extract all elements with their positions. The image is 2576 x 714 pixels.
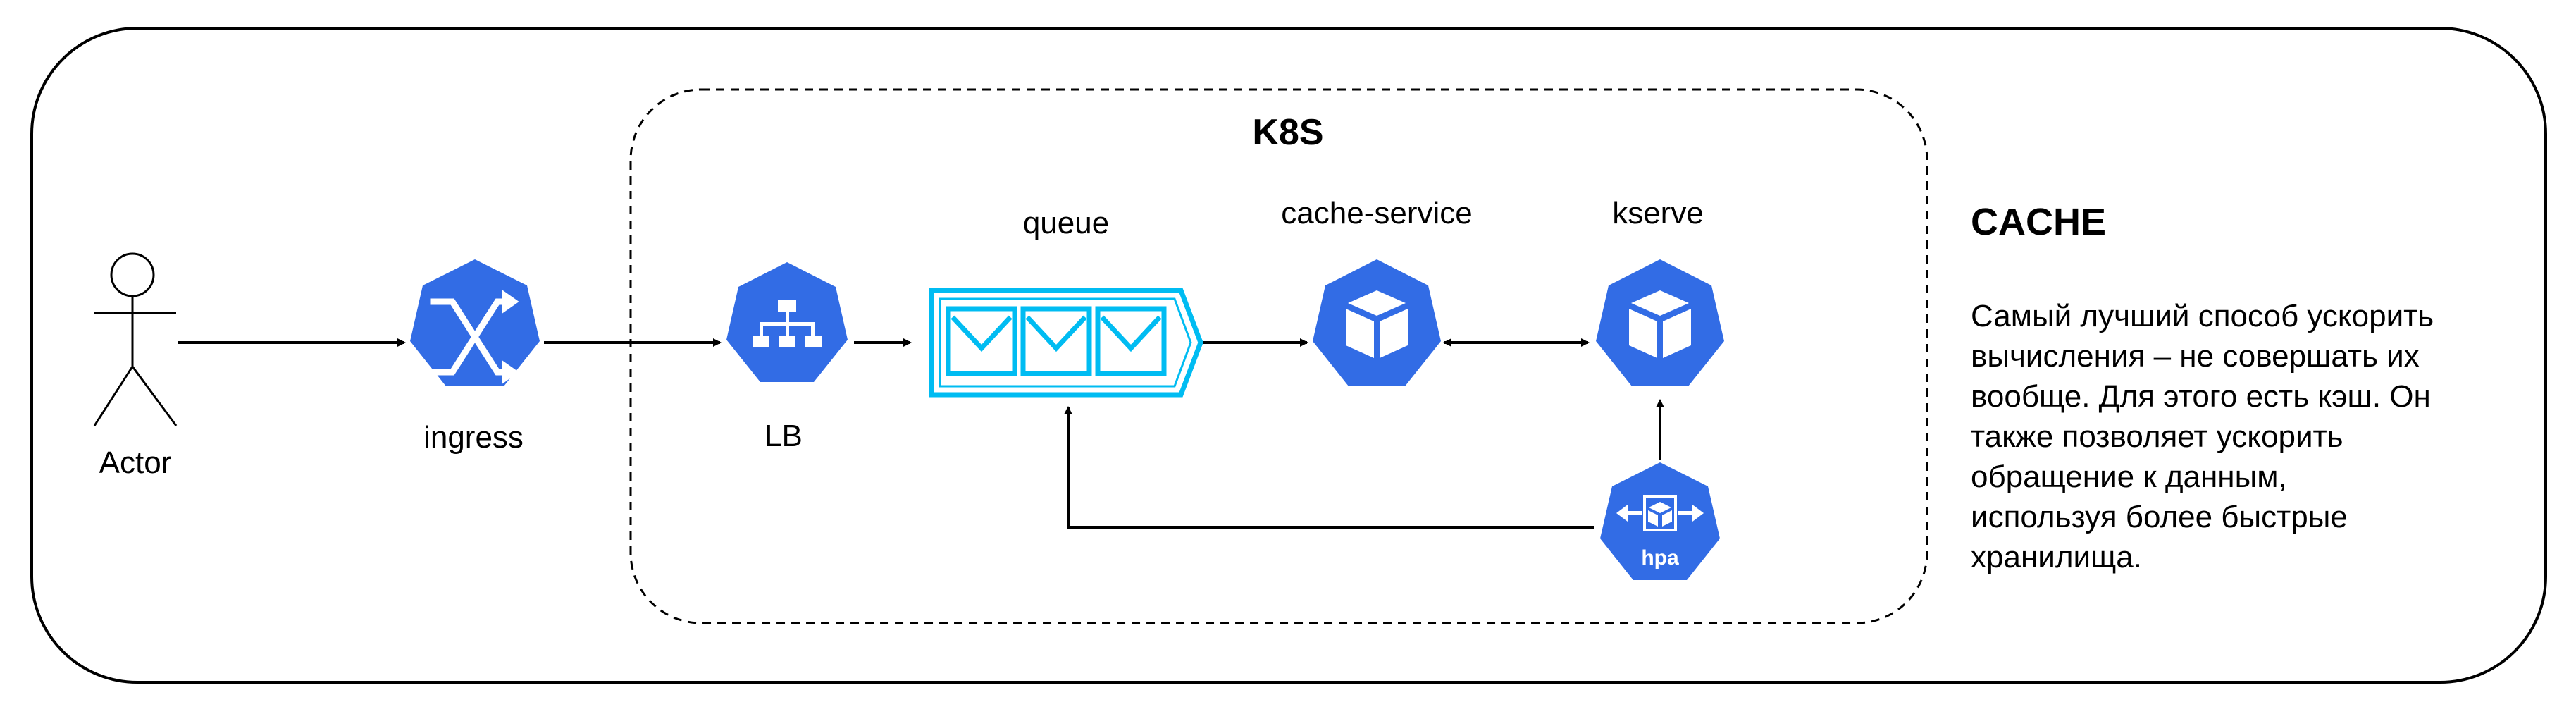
edge-hpa-queue	[1064, 406, 1594, 529]
hpa-node[interactable]	[1600, 462, 1720, 580]
cache-title: CACHE	[1971, 201, 2107, 243]
ingress-node[interactable]	[410, 259, 540, 386]
connectors	[178, 338, 1664, 529]
kserve-label: kserve	[1612, 196, 1704, 230]
envelope-icon	[946, 306, 1167, 376]
kserve-node[interactable]	[1596, 259, 1724, 386]
outer-container	[30, 27, 2547, 684]
actor-label: Actor	[99, 445, 172, 480]
cache-service-label: cache-service	[1281, 196, 1473, 230]
k8s-cluster-boundary	[629, 88, 1928, 624]
cache-service-node[interactable]	[1313, 259, 1441, 386]
lb-node[interactable]	[726, 262, 848, 382]
cube-icon	[1629, 290, 1691, 358]
network-tree-icon	[753, 300, 822, 347]
k8s-cluster-title: K8S	[1252, 112, 1324, 153]
ingress-label: ingress	[423, 420, 524, 455]
cache-description: Самый лучший способ ускорить вычисления …	[1971, 299, 2434, 574]
actor-icon[interactable]	[93, 252, 178, 426]
cube-arrows-icon	[1616, 495, 1704, 531]
shuffle-icon	[430, 290, 519, 384]
lb-label: LB	[764, 419, 803, 453]
hpa-label: hpa	[1641, 546, 1679, 570]
queue-label: queue	[1022, 206, 1110, 240]
cube-icon	[1346, 290, 1408, 358]
queue-node[interactable]	[929, 288, 1203, 398]
